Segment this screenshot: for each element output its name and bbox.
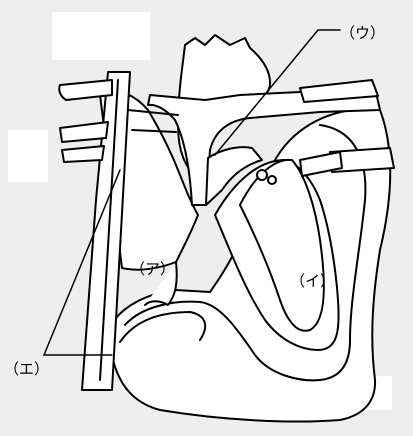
label-a: （ア）	[130, 258, 175, 279]
valve-ring	[268, 176, 276, 184]
pulmonary-veins-left-3	[62, 146, 104, 162]
label-i: （イ）	[290, 270, 335, 291]
pulmonary-veins-left-2	[60, 122, 108, 142]
valve-ring	[257, 170, 267, 180]
label-e: （エ）	[4, 358, 49, 379]
label-u: （ウ）	[340, 22, 385, 43]
